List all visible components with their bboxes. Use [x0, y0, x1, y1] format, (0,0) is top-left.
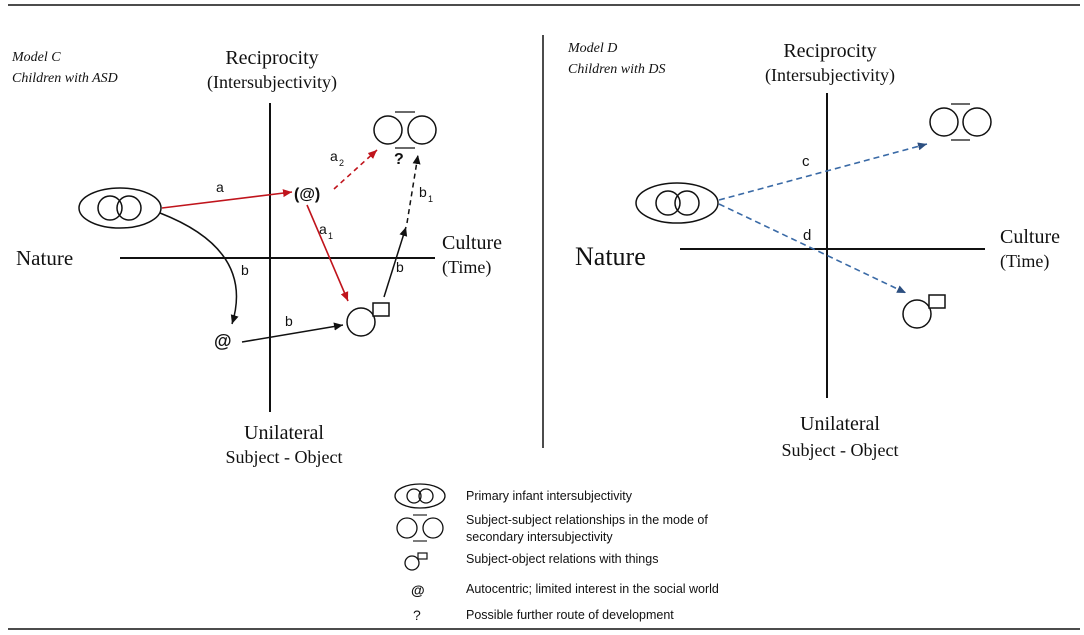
legend-secondary-symbol	[396, 514, 444, 542]
model-c-axis-top: Reciprocity	[225, 47, 318, 69]
model-c-subtitle: Children with ASD	[12, 71, 118, 86]
model-c-arrow-b-curve	[159, 212, 239, 325]
model-c-label-a1-sub: 1	[328, 231, 333, 241]
model-d-object-symbol	[902, 294, 946, 329]
model-d-label-d: d	[803, 227, 811, 244]
model-c-arrow-a2	[333, 149, 378, 190]
model-c-object-symbol	[346, 302, 390, 337]
legend-item-5: Possible further route of development	[466, 608, 674, 622]
model-d-axis-top-sub: (Intersubjectivity)	[765, 65, 895, 86]
model-c-label-a2: a	[330, 148, 338, 164]
model-c-label-a: a	[216, 179, 224, 195]
model-c-axis-right: Culture	[442, 232, 502, 254]
model-c-panel: Model C Children with ASD Reciprocity (I…	[11, 47, 502, 467]
legend-at-symbol: @	[411, 582, 425, 598]
model-d-arrow-c	[718, 142, 928, 201]
model-c-label-b-bottom: b	[285, 313, 293, 329]
model-c-label-b1-sub: 1	[428, 194, 433, 204]
model-c-axis-right-sub: (Time)	[442, 257, 491, 278]
legend-primary-symbol	[394, 483, 446, 509]
model-d-axis-bottom: Unilateral	[800, 413, 880, 435]
model-c-label-b-right: b	[396, 259, 404, 275]
model-c-arrow-b1	[406, 154, 421, 224]
model-d-axis-bottom-sub: Subject - Object	[782, 440, 899, 460]
model-c-label-b-curve: b	[241, 262, 249, 278]
model-d-arrow-d	[718, 203, 907, 294]
model-c-question-mark: ?	[394, 151, 404, 168]
model-d-axis-left: Nature	[575, 242, 646, 271]
model-d-axis-top: Reciprocity	[783, 40, 876, 62]
model-d-subtitle: Children with DS	[568, 62, 666, 77]
model-c-arrow-b-bottom	[241, 322, 344, 343]
model-c-axis-top-sub: (Intersubjectivity)	[207, 72, 337, 93]
model-d-secondary-symbol	[929, 103, 992, 141]
model-c-label-a2-sub: 2	[339, 158, 344, 168]
model-c-arrow-b-right	[383, 226, 408, 298]
model-d-axis-right: Culture	[1000, 226, 1060, 248]
model-c-primary-symbol	[78, 187, 162, 229]
model-c-axis-bottom: Unilateral	[244, 422, 324, 444]
model-c-title: Model C	[11, 50, 61, 65]
legend-item-2: Subject-subject relationships in the mod…	[466, 513, 708, 527]
model-d-title: Model D	[567, 41, 617, 56]
model-c-at-paren: (@)	[294, 186, 320, 203]
legend-item-1: Primary infant intersubjectivity	[466, 489, 633, 503]
legend: Primary infant intersubjectivity Subject…	[394, 483, 719, 623]
model-d-label-c: c	[802, 153, 810, 170]
legend-item-2-line2: secondary intersubjectivity	[466, 530, 613, 544]
model-c-secondary-symbol	[373, 111, 437, 149]
model-c-at-symbol: @	[214, 331, 232, 351]
model-d-primary-symbol	[635, 182, 719, 224]
legend-item-4: Autocentric; limited interest in the soc…	[466, 582, 719, 596]
model-d-axis-right-sub: (Time)	[1000, 251, 1049, 272]
model-c-axis-left: Nature	[16, 246, 73, 270]
model-c-arrow-a1	[306, 204, 349, 302]
model-c-label-a1: a	[319, 221, 327, 237]
model-c-axis-bottom-sub: Subject - Object	[226, 447, 343, 467]
legend-item-3: Subject-object relations with things	[466, 552, 658, 566]
model-d-panel: Model D Children with DS Reciprocity (In…	[567, 40, 1060, 460]
model-c-arrow-a	[161, 189, 293, 209]
model-c-label-b1: b	[419, 184, 427, 200]
legend-object-symbol	[404, 552, 428, 571]
legend-question-symbol: ?	[413, 607, 421, 623]
